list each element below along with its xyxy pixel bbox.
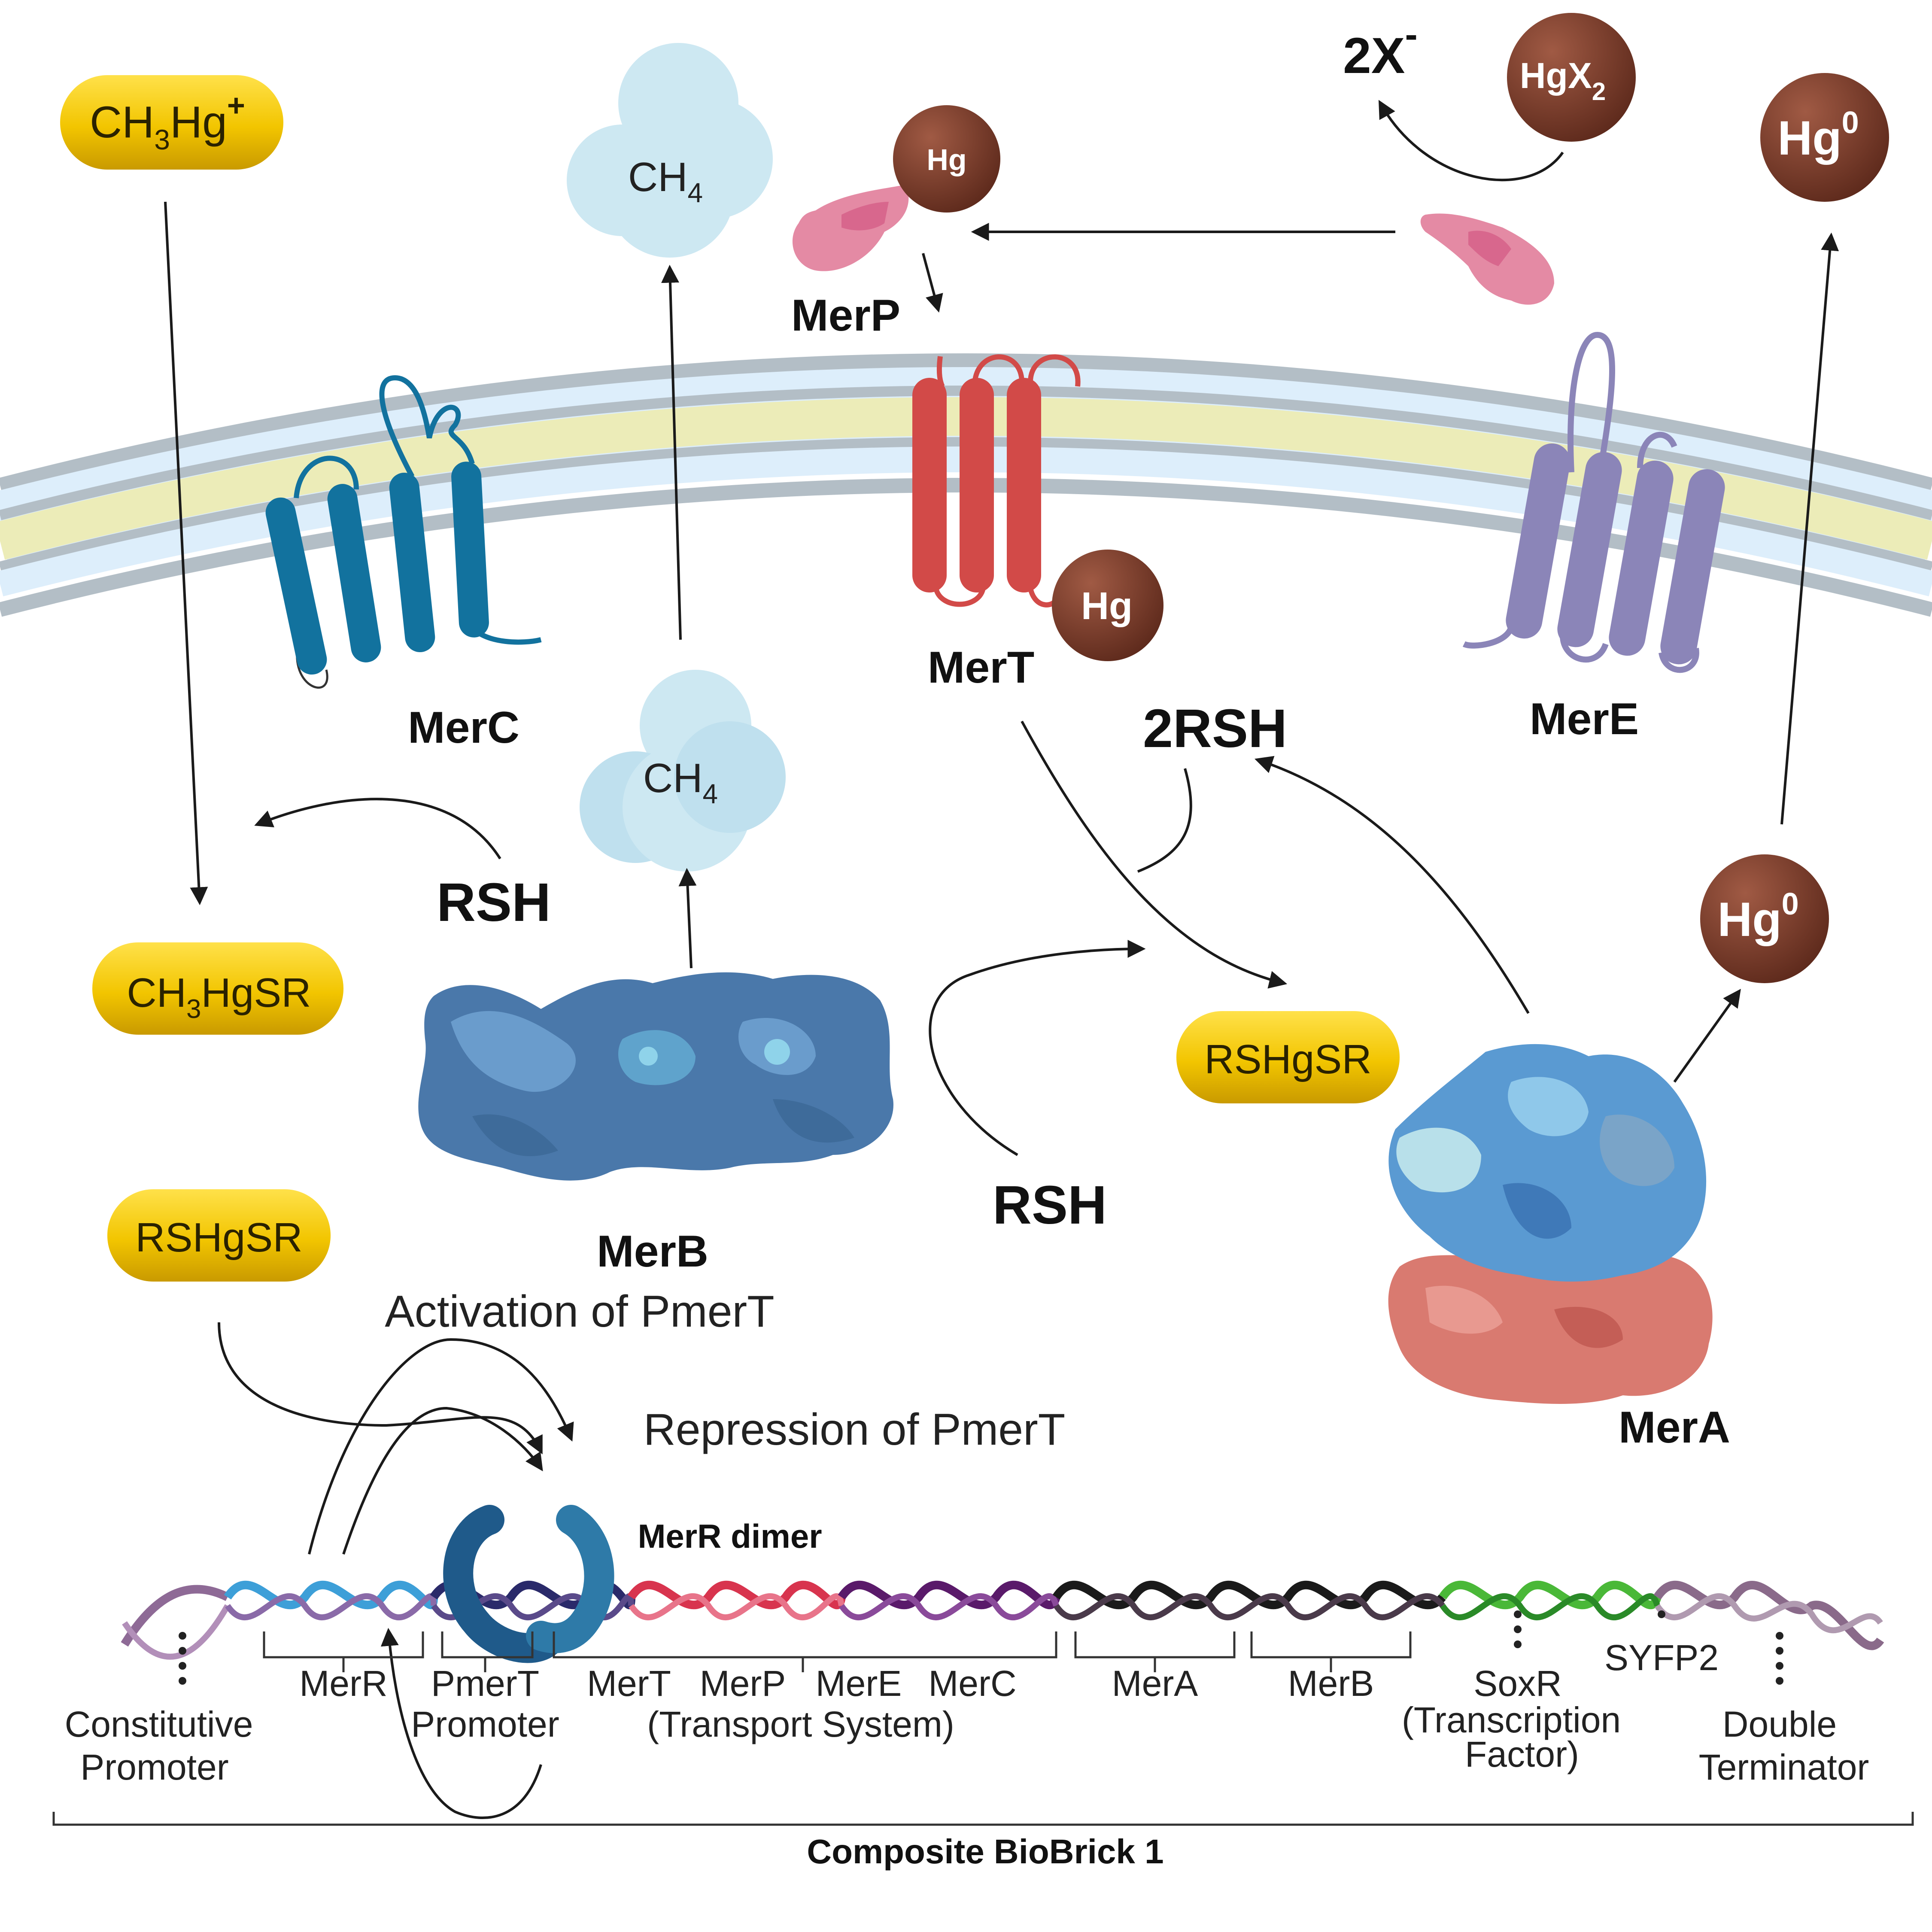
syfp2-label: SYFP2 [1604, 1637, 1719, 1678]
svg-text:CH4: CH4 [628, 154, 703, 208]
svg-text:Hg0: Hg0 [1777, 106, 1859, 165]
transport-gene-mere: MerE [816, 1663, 902, 1704]
hg0-top-text: Hg [1777, 111, 1841, 165]
svg-text:CH4: CH4 [643, 755, 718, 809]
transport-system-label: (Transport System) [647, 1704, 954, 1744]
soxr-label-2: (Transcription [1402, 1700, 1621, 1740]
constitutive-label-1: Constitutive [65, 1704, 253, 1744]
rshgsr-left-pill: RSHgSR [107, 1189, 331, 1282]
hg-merp-text: Hg [927, 143, 966, 176]
svg-text:Hg0: Hg0 [1717, 887, 1798, 946]
two-x-text: 2X [1343, 27, 1405, 84]
terminator-label-2: Terminator [1699, 1747, 1869, 1787]
mere-label: MerE [1530, 694, 1639, 744]
transport-gene-mert: MerT [587, 1663, 671, 1704]
merp-label: MerP [791, 291, 900, 340]
repression-label: Repression of PmerT [644, 1405, 1066, 1455]
hg-mert-text: Hg [1081, 585, 1133, 628]
methylmercury-text: CH [90, 97, 154, 147]
mert-protein [912, 354, 1081, 608]
merr-gene-label: MerR [299, 1663, 387, 1704]
hgx2-ball: HgX2 [1507, 13, 1636, 142]
merp-free-protein [1420, 213, 1554, 305]
ch3hgsr-subscript: 3 [186, 994, 201, 1024]
terminator-label-1: Double [1722, 1704, 1837, 1744]
methane-top-cloud: CH4 [567, 43, 773, 258]
hg-mert-ball: Hg [1052, 550, 1163, 661]
methylmercury-subscript: 3 [154, 124, 170, 155]
rshgsr-right-pill: RSHgSR [1176, 1011, 1400, 1103]
reaction-arrows [164, 100, 1839, 1820]
activation-label: Activation of PmerT [385, 1287, 774, 1337]
pmert-label-2: Promoter [411, 1704, 559, 1744]
methylmercury-superscript: + [227, 88, 245, 123]
dot-markers [179, 1610, 1783, 1685]
methylmercury-tail: Hg [170, 97, 227, 147]
svg-text:CH3HgSR: CH3HgSR [127, 970, 311, 1024]
ch3hgsr-tail: HgSR [201, 970, 311, 1016]
two-rsh-label: 2RSH [1143, 698, 1287, 759]
two-x-superscript: - [1405, 13, 1418, 55]
rshgsr-right-text: RSHgSR [1204, 1036, 1371, 1082]
mera-gene-label: MerA [1112, 1663, 1198, 1704]
methane-mid-subscript: 4 [703, 778, 718, 809]
two-x-label: 2X- [1343, 13, 1418, 84]
mere-protein [1462, 331, 1725, 673]
gene-brackets [52, 1631, 1914, 1826]
mert-label: MerT [928, 643, 1034, 693]
dna-helix [121, 1580, 1884, 1660]
hg0-mid-ball: Hg0 [1700, 854, 1829, 983]
gene-label-group: Constitutive Promoter MerR PmerT Promote… [65, 1637, 1869, 1787]
hg-merp-ball: Hg [893, 105, 1000, 213]
mera-enzyme [1388, 1044, 1713, 1404]
hg0-top-superscript: 0 [1842, 106, 1859, 140]
merr-dimer-label: MerR dimer [638, 1517, 822, 1555]
transport-gene-merc: MerC [928, 1663, 1016, 1704]
merb-label: MerB [597, 1227, 708, 1276]
soxr-label-3: Factor) [1465, 1734, 1579, 1774]
merp-protein [792, 185, 909, 271]
hgx2-subscript: 2 [1592, 78, 1606, 106]
mera-label: MerA [1619, 1403, 1730, 1452]
ch3hgsr-pill: CH3HgSR [92, 942, 343, 1035]
hg0-top-ball: Hg0 [1760, 73, 1889, 202]
constitutive-label-2: Promoter [80, 1747, 228, 1787]
svg-text:CH3Hg+: CH3Hg+ [90, 88, 245, 155]
ch3hgsr-text: CH [127, 970, 186, 1016]
svg-text:HgX2: HgX2 [1520, 55, 1606, 106]
methylmercury-pill: CH3Hg+ [60, 75, 283, 170]
hg0-mid-text: Hg [1717, 893, 1781, 946]
rshgsr-left-text: RSHgSR [135, 1215, 302, 1261]
rsh-center-label: RSH [993, 1175, 1107, 1235]
merr-dimer [443, 1505, 614, 1663]
soxr-label-1: SoxR [1473, 1663, 1561, 1704]
methane-top-subscript: 4 [688, 177, 703, 208]
merb-gene-label: MerB [1288, 1663, 1374, 1704]
hgx2-text: HgX [1520, 55, 1592, 96]
transport-gene-merp: MerP [700, 1663, 786, 1704]
rsh-left-label: RSH [437, 872, 551, 933]
construct-title: Composite BioBrick 1 [807, 1832, 1163, 1871]
merc-protein [265, 375, 542, 689]
methane-mid-text: CH [643, 755, 703, 801]
merb-enzyme [418, 972, 893, 1181]
methane-top-text: CH [628, 154, 688, 200]
hg0-mid-superscript: 0 [1782, 887, 1799, 921]
merc-label: MerC [408, 703, 519, 753]
pmert-label-1: PmerT [431, 1663, 539, 1704]
methane-mid-cloud: CH4 [580, 670, 786, 872]
